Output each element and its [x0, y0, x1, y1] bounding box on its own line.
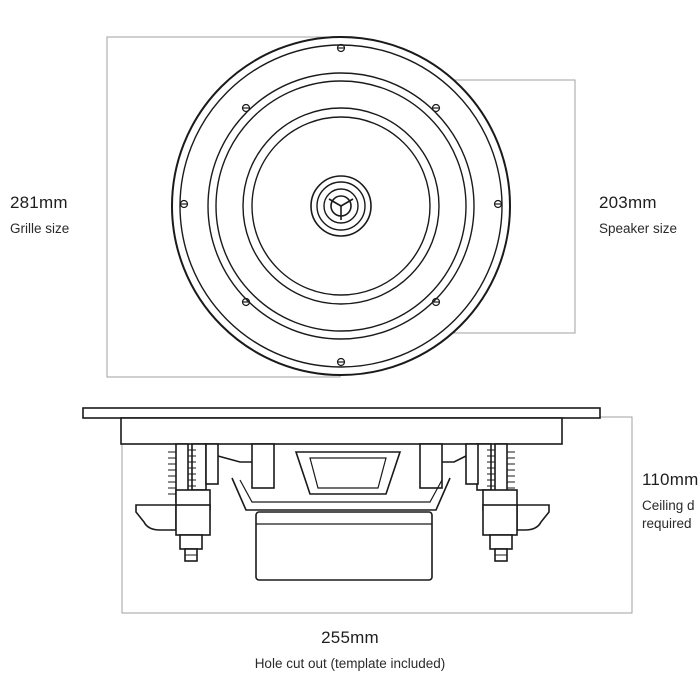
frame-inner-ring [215, 80, 467, 332]
speaker-frame [120, 417, 563, 445]
grille-size-label: Grille size [10, 221, 70, 236]
speaker-size-callout: 203mm Speaker size [599, 193, 677, 236]
hole-cutout-callout: 255mm Hole cut out (template included) [0, 628, 700, 671]
ceiling-depth-callout: 110mm Ceiling d required [642, 470, 698, 531]
right-clamp-assembly [476, 443, 550, 562]
magnet-basket [231, 451, 451, 511]
magnet [255, 511, 433, 581]
hole-cutout-value: 255mm [321, 628, 379, 647]
mounting-screws [179, 43, 503, 367]
grille-size-value: 281mm [10, 193, 68, 212]
speaker-size-value: 203mm [599, 193, 657, 212]
hole-cutout-label: Hole cut out (template included) [254, 656, 446, 671]
speaker-size-label: Speaker size [599, 221, 678, 236]
surround-ring [242, 107, 440, 305]
frame-ring [207, 72, 475, 340]
cone-ring [251, 116, 431, 296]
speaker-top-view [171, 36, 511, 376]
tweeter-outer [323, 188, 359, 224]
grille-flange [82, 407, 601, 419]
speaker-side-view [82, 407, 601, 581]
dustcap-ring [316, 181, 366, 231]
grille-size-callout: 281mm Grille size [10, 193, 69, 236]
dustcap-outer [310, 175, 372, 237]
inner-brackets [205, 443, 479, 489]
left-clamp-assembly [135, 443, 211, 562]
ceiling-depth-value: 110mm [642, 470, 699, 489]
tweeter-bridge [328, 198, 354, 220]
ceiling-depth-label-line2: required [642, 516, 692, 531]
ceiling-depth-label-line1: Ceiling d [642, 498, 695, 513]
